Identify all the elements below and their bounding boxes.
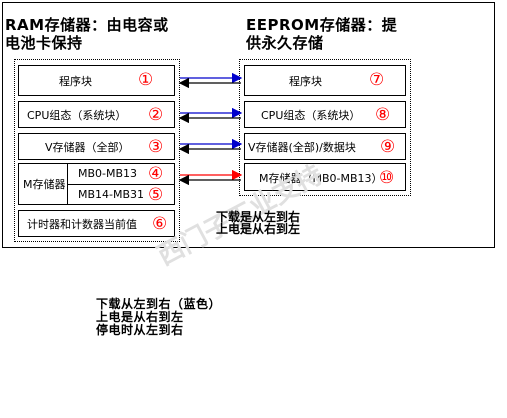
ram-row-label: CPU组态（系统块） [27, 109, 127, 122]
eeprom-panel [239, 59, 411, 196]
ram-row-label: V存储器（全部） [45, 141, 130, 154]
m-memory-group-label: M存储器 [23, 178, 66, 191]
ram-row-number: ⑥ [152, 214, 168, 234]
ram-row-number: ② [148, 105, 164, 125]
ram-row-label: MB14-MB31 [78, 188, 145, 201]
eeprom-row-label: 程序块 [289, 75, 322, 88]
ram-row-timer-counter: 计时器和计数器当前值 ⑥ [18, 210, 175, 237]
eeprom-row-number: ⑩ [379, 168, 395, 188]
eeprom-row-label: M存储器（MB0-MB13） [259, 172, 383, 185]
ram-row-v-memory: V存储器（全部） ③ [18, 133, 175, 160]
eeprom-row-label: V存储器(全部)/数据块 [248, 141, 356, 154]
m-group-row-divider [67, 184, 174, 185]
ram-row-number: ④ [148, 164, 164, 184]
ram-m-memory-group: M存储器 MB0-MB13 ④ MB14-MB31 ⑤ [18, 163, 175, 205]
eeprom-row-label: CPU组态（系统块） [261, 109, 361, 122]
eeprom-row-m-memory: M存储器（MB0-MB13） ⑩ [244, 163, 406, 191]
eeprom-row-cpu-config: CPU组态（系统块） ⑧ [244, 101, 406, 128]
eeprom-row-number: ⑦ [369, 70, 385, 90]
legend-line-powerup: 上电是从右到左 [96, 310, 184, 324]
ram-row-label: 计时器和计数器当前值 [27, 218, 137, 231]
ram-row-cpu-config: CPU组态（系统块） ② [18, 101, 175, 128]
ram-row-label: 程序块 [59, 75, 92, 88]
ram-row-program-block: 程序块 ① [18, 65, 175, 96]
eeprom-row-v-memory: V存储器(全部)/数据块 ⑨ [244, 133, 406, 160]
diagram-frame [2, 2, 495, 248]
legend-line-download: 下载从左到右（蓝色） [96, 297, 222, 311]
download-note: 下载是从左到右 [216, 210, 301, 224]
ram-row-number: ⑤ [148, 185, 164, 205]
legend-line-powerdown: 停电时从左到右 [96, 323, 184, 337]
eeprom-row-program-block: 程序块 ⑦ [244, 65, 406, 96]
eeprom-title: EEPROM存储器：提 供永久存储 [246, 16, 398, 52]
ram-row-number: ① [138, 70, 154, 90]
powerup-note: 上电是从右到左 [216, 222, 301, 236]
ram-row-label: MB0-MB13 [78, 167, 138, 180]
eeprom-row-number: ⑨ [380, 137, 396, 157]
eeprom-row-number: ⑧ [375, 105, 391, 125]
ram-title: RAM存储器：由电容或 电池卡保持 [5, 16, 169, 52]
transfer-arrows [178, 72, 243, 186]
ram-row-number: ③ [148, 137, 164, 157]
